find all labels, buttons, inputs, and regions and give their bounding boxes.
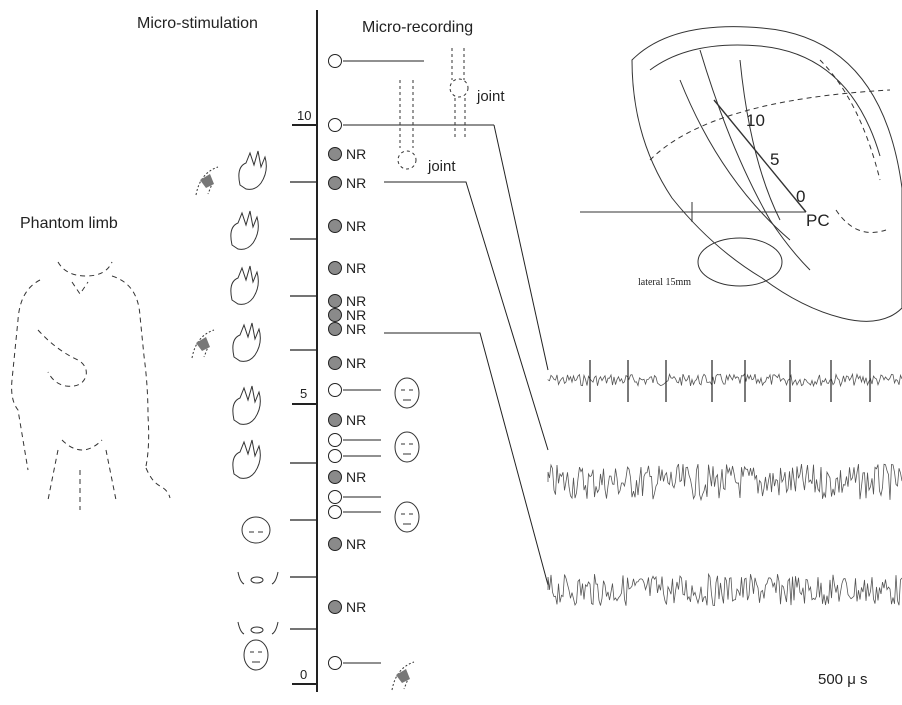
nr-label: NR xyxy=(346,175,366,191)
hand-icon xyxy=(231,211,258,249)
nr-label: NR xyxy=(346,412,366,428)
hand-icon xyxy=(233,323,260,361)
right-side xyxy=(112,276,149,466)
left-side xyxy=(12,280,40,470)
depth-tick-label-10: 10 xyxy=(297,108,311,123)
brain-map xyxy=(580,27,902,322)
neural-trace-3 xyxy=(548,574,902,606)
nr-site-marker xyxy=(329,323,342,336)
hand-icon xyxy=(233,386,260,424)
responsive-site-marker xyxy=(329,491,342,504)
brain-depth-label-10: 10 xyxy=(746,111,765,130)
arm-sketch-forearm xyxy=(455,98,465,138)
nr-site-marker xyxy=(329,148,342,161)
neural-traces xyxy=(548,360,902,606)
joint-icon xyxy=(398,151,416,169)
site-connectors xyxy=(343,61,548,663)
mouth-icon xyxy=(238,622,278,634)
subcortical-nucleus xyxy=(698,238,782,286)
legs xyxy=(48,450,116,510)
nr-site-marker xyxy=(329,177,342,190)
heading-micro-stimulation: Micro-stimulation xyxy=(137,15,258,32)
hand-icon xyxy=(239,151,266,189)
face-icon xyxy=(244,640,268,670)
shoulder-shading xyxy=(196,174,410,683)
hand-icon xyxy=(231,266,258,304)
responsive-site-marker xyxy=(329,55,342,68)
nr-site-marker xyxy=(329,295,342,308)
responsive-site-marker xyxy=(329,434,342,447)
time-scale-label: 500 μ s xyxy=(818,671,868,688)
shoulder-shade xyxy=(200,174,214,188)
face-icon xyxy=(395,378,419,408)
hand-icon xyxy=(233,440,260,478)
depth-scale: 10 5 0 xyxy=(292,108,317,684)
mouth-icon xyxy=(238,572,278,584)
pelvis xyxy=(62,440,102,450)
nr-label: NR xyxy=(346,355,366,371)
responsive-site-marker xyxy=(329,506,342,519)
brain-landmark-pc: PC xyxy=(806,211,830,230)
nr-site-marker xyxy=(329,357,342,370)
nr-label: NR xyxy=(346,599,366,615)
shoulder-shade xyxy=(396,669,410,683)
joint-icon xyxy=(450,79,468,97)
nr-site-marker xyxy=(329,538,342,551)
face-icon xyxy=(395,502,419,532)
nr-site-marker xyxy=(329,309,342,322)
phantom-arm xyxy=(38,330,86,386)
brain-depth-label-5: 5 xyxy=(770,150,779,169)
joint-label-lower: joint xyxy=(427,158,456,175)
brain-map-caption: lateral 15mm xyxy=(638,277,691,288)
nr-site-marker xyxy=(329,414,342,427)
nr-label: NR xyxy=(346,146,366,162)
hand-icons xyxy=(231,151,266,478)
leader-trace-2 xyxy=(384,182,548,450)
nr-label: NR xyxy=(346,218,366,234)
nr-site-marker xyxy=(329,471,342,484)
responsive-site-marker xyxy=(329,384,342,397)
joint-label-upper: joint xyxy=(476,88,505,105)
nr-site-marker xyxy=(329,601,342,614)
nr-label: NR xyxy=(346,321,366,337)
shoulder-icons xyxy=(192,167,414,690)
face-icon xyxy=(395,432,419,462)
stimulation-ticks xyxy=(290,182,317,629)
nr-site-marker xyxy=(329,220,342,233)
phantom-body-figure xyxy=(12,262,170,510)
depth-tick-label-5: 5 xyxy=(300,386,307,401)
heading-micro-recording: Micro-recording xyxy=(362,19,473,36)
responsive-site-marker xyxy=(329,657,342,670)
nr-labels: NR NR NR NR NR NR NR NR NR NR NR NR xyxy=(346,146,366,615)
brain-dashed-contours xyxy=(650,60,890,233)
face-icon xyxy=(242,517,270,543)
right-forearm xyxy=(146,468,170,498)
dashed-contour xyxy=(836,210,886,233)
depth-tick-label-0: 0 xyxy=(300,667,307,682)
leader-trace-1 xyxy=(494,125,548,370)
nr-label: NR xyxy=(346,469,366,485)
neural-trace-2 xyxy=(548,464,902,500)
boundary xyxy=(700,50,810,270)
nr-label: NR xyxy=(346,536,366,552)
recording-sites xyxy=(329,55,342,670)
neck xyxy=(58,262,112,276)
shoulder-shade xyxy=(196,337,210,351)
arm-sketch-upper xyxy=(452,48,464,80)
arm-sketches xyxy=(398,48,468,169)
heading-phantom-limb: Phantom limb xyxy=(20,215,118,232)
dashed-contour xyxy=(820,60,880,180)
arm-sketch-lower xyxy=(400,80,413,148)
neural-trace-1 xyxy=(548,374,902,386)
nr-label: NR xyxy=(346,260,366,276)
responsive-site-marker xyxy=(329,450,342,463)
responsive-site-marker xyxy=(329,119,342,132)
brain-depth-label-0: 0 xyxy=(796,187,805,206)
nr-site-marker xyxy=(329,262,342,275)
sternum xyxy=(72,282,88,294)
